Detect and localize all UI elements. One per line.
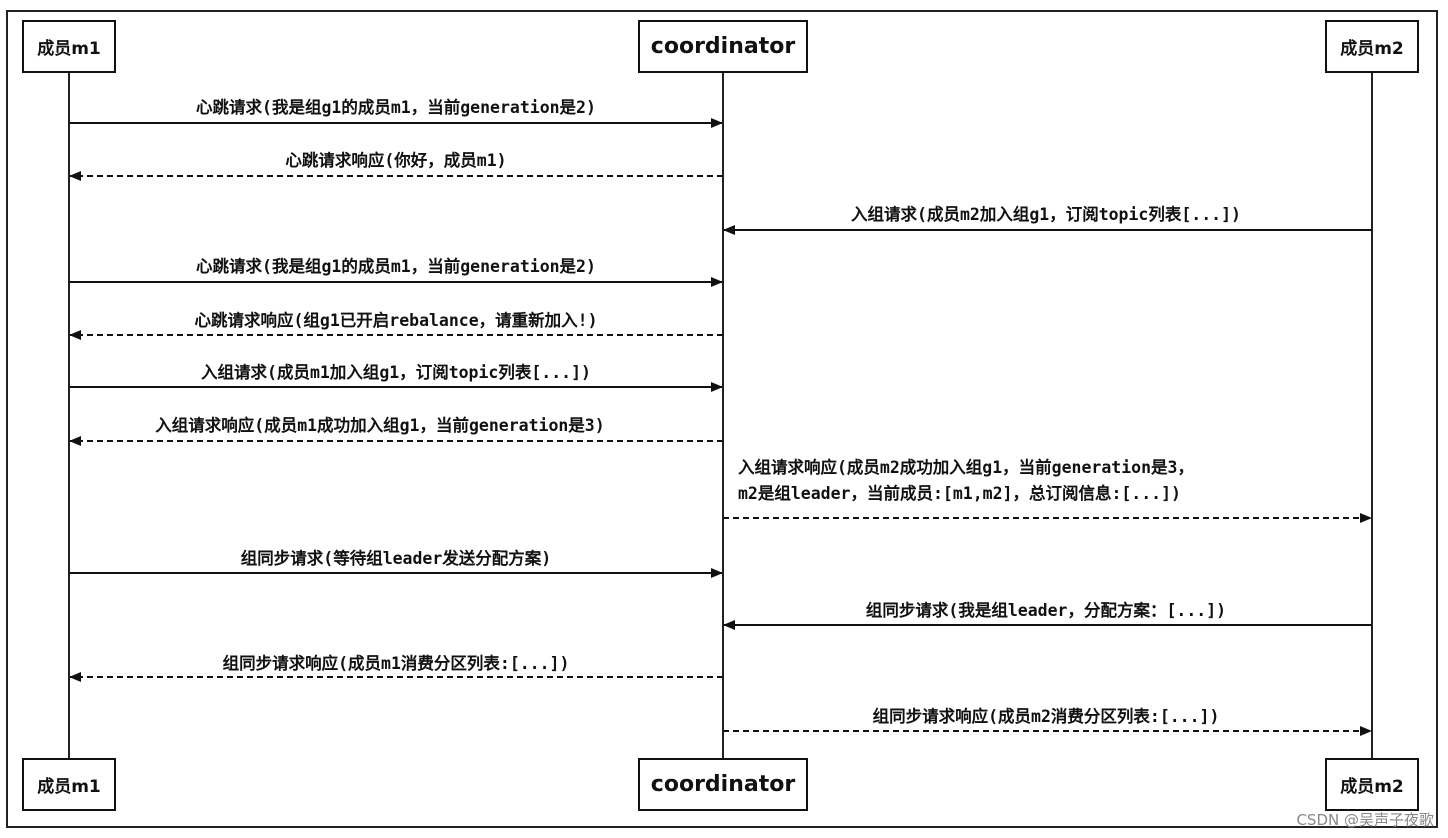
message-label-9: 组同步请求(等待组leader发送分配方案) [240, 549, 552, 568]
participant-m2-bottom: 成员m2 [1325, 758, 1419, 811]
participant-coordinator-bottom: coordinator [638, 758, 808, 811]
participant-m1-top: 成员m1 [22, 20, 116, 73]
diagram-frame [6, 10, 1438, 828]
lifeline-m1 [68, 72, 70, 758]
message-label-6: 入组请求(成员m1加入组g1，订阅topic列表[...]) [201, 363, 591, 382]
message-label-12: 组同步请求响应(成员m2消费分区列表:[...]) [872, 707, 1220, 726]
message-label-11: 组同步请求响应(成员m1消费分区列表:[...]) [222, 654, 570, 673]
message-label-1: 心跳请求(我是组g1的成员m1，当前generation是2) [196, 98, 596, 117]
message-label-3: 入组请求(成员m2加入组g1，订阅topic列表[...]) [851, 205, 1241, 224]
message-label-4: 心跳请求(我是组g1的成员m1，当前generation是2) [196, 257, 596, 276]
message-label-5: 心跳请求响应(组g1已开启rebalance，请重新加入!) [194, 311, 598, 330]
message-label-10: 组同步请求(我是组leader，分配方案：[...]) [865, 601, 1227, 620]
watermark: CSDN @吴声子夜歌 [1296, 811, 1434, 829]
participant-coordinator-top: coordinator [638, 20, 808, 73]
message-label-8-line1: 入组请求响应(成员m2成功加入组g1，当前generation是3， [738, 458, 1194, 477]
message-label-2: 心跳请求响应(你好，成员m1) [285, 151, 507, 170]
message-label-7: 入组请求响应(成员m1成功加入组g1，当前generation是3) [155, 416, 605, 435]
participant-m2-top: 成员m2 [1325, 20, 1419, 73]
message-label-8-line2: m2是组leader，当前成员:[m1,m2]，总订阅信息:[...]) [738, 484, 1181, 503]
lifeline-coordinator [722, 72, 724, 758]
lifeline-m2 [1371, 72, 1373, 758]
participant-m1-bottom: 成员m1 [22, 758, 116, 811]
